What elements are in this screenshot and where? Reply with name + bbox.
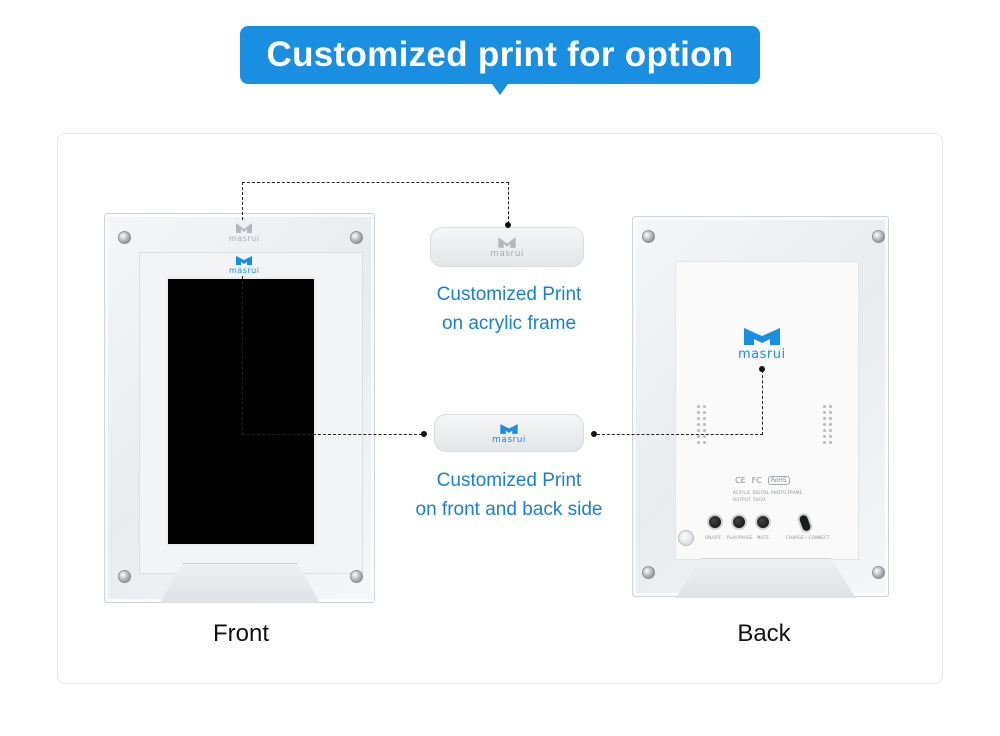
acrylic-caption-line1: Customized Print [436,284,582,305]
acrylic-print-sample: masrui [430,227,584,267]
masrui-logo-icon [498,236,516,248]
screw-icon [642,230,655,243]
fc-mark: FC [751,476,762,485]
front-panel-logo: masrui [229,254,259,275]
speaker-vent-right [823,405,832,444]
product-name: ACRYLIC DIGITAL PHOTO FRAME [733,490,803,495]
leader-line [597,434,763,435]
banner-title: Customized print for option [266,35,734,74]
screw-icon [872,230,885,243]
power-button-label: ON/OFF [705,535,722,540]
leader-line [508,182,509,224]
masrui-logo-icon [743,328,780,345]
acrylic-caption-line2: on acrylic frame [441,313,577,334]
screw-icon [642,566,655,579]
leader-dot [591,431,597,437]
screw-icon [118,231,131,244]
acrylic-sample-logo: masrui [490,236,524,259]
logo-word: masrui [490,248,524,259]
leader-dot [759,366,765,372]
panel-sample-logo: masrui [492,422,526,445]
screw-icon [118,570,131,583]
certification-marks: CE FC RoHS [735,476,790,485]
logo-word: masrui [229,234,260,243]
mute-label: MUTE [757,535,770,540]
masrui-logo-icon [236,256,253,265]
leader-line [242,276,243,435]
back-label: Back [737,620,791,647]
logo-word: masrui [492,434,526,445]
sides-caption-line2: on front and back side [415,499,603,520]
screw-icon [350,570,363,583]
back-stand [676,558,856,598]
front-label: Front [212,620,269,647]
speaker-vent-left [697,405,706,444]
title-banner: Customized print for option [240,26,760,84]
back-panel-logo: masrui [738,324,786,361]
acrylic-logo: masrui [229,222,259,243]
logo-word: masrui [738,347,786,362]
leader-dot [505,222,511,228]
leader-dot [421,431,427,437]
sides-caption: Customized Print on front and back side [359,466,659,524]
ce-mark: CE [735,476,746,485]
back-panel [675,261,859,560]
power-button-icon [707,514,723,530]
banner-pointer [492,84,508,95]
play-pause-button-icon [731,514,747,530]
rohs-mark: RoHS [767,476,790,485]
leader-line [242,434,422,435]
leader-line [242,182,243,220]
sensor-lens [678,530,694,546]
screw-icon [350,231,363,244]
logo-word: masrui [229,266,260,275]
screw-icon [872,566,885,579]
acrylic-caption: Customized Print on acrylic frame [359,280,659,338]
masrui-logo-icon [236,223,253,233]
front-stand [160,563,320,603]
leader-line [762,370,763,435]
play-pause-label: PLAY/PAUSE [727,535,753,540]
panel-print-sample: masrui [434,414,584,452]
charge-connect-label: CHARGE / CONNECT [786,535,830,540]
masrui-logo-icon [500,423,518,434]
leader-line [242,182,509,183]
mute-button-icon [755,514,771,530]
front-display-screen [166,277,316,546]
sides-caption-line1: Customized Print [436,470,582,491]
product-output: OUTPUT: 5V/2A [733,497,766,502]
